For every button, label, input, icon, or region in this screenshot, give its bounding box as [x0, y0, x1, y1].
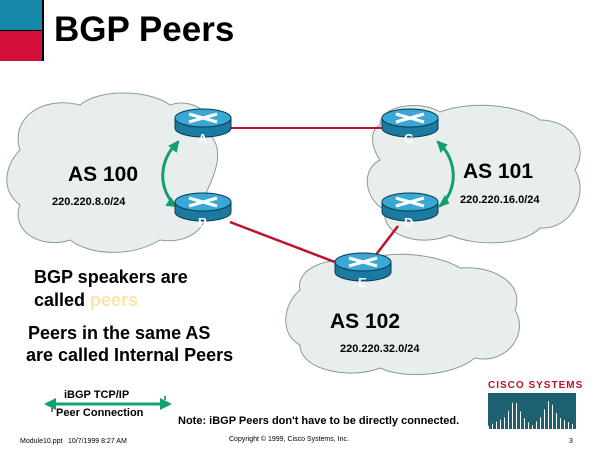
note-text: Note: iBGP Peers don't have to be direct… — [178, 415, 460, 427]
router-label-e: E — [358, 275, 367, 290]
internal-peers-line1: Peers in the same AS — [28, 323, 211, 343]
footer-date: 10/7/1999 8:27 AM — [68, 438, 127, 445]
header-square-teal — [0, 0, 44, 31]
header-square-red — [0, 31, 44, 61]
as101-prefix: 220.220.16.0/24 — [460, 194, 540, 206]
called-text: called — [34, 290, 91, 310]
peers-highlight: peers — [90, 290, 139, 310]
link-d-e — [374, 225, 399, 257]
speakers-text-line2: called peers — [34, 290, 138, 311]
router-label-c: C — [404, 131, 414, 146]
internal-peers-line2: are called Internal Peers — [26, 345, 234, 365]
cisco-logo: Cisco Systems — [488, 380, 582, 438]
router-label-d: D — [404, 215, 414, 230]
footer-copyright: Copyright © 1999, Cisco Systems, Inc. — [229, 436, 349, 443]
cisco-logo-bridge — [488, 393, 576, 429]
footer-page-number: 3 — [569, 438, 573, 445]
router-label-b: B — [198, 215, 208, 230]
router-label-a: A — [198, 131, 208, 146]
slide-title: BGP Peers — [54, 10, 235, 49]
link-b-e — [229, 220, 341, 266]
cisco-logo-text: Cisco Systems — [488, 380, 584, 391]
legend-top-label: iBGP TCP/IP — [64, 389, 130, 401]
as102-name: AS 102 — [330, 310, 401, 333]
footer-file: Module10.ppt — [20, 438, 63, 445]
as102-prefix: 220.220.32.0/24 — [340, 343, 420, 355]
speakers-text-line1: BGP speakers are — [34, 267, 188, 287]
as100-name: AS 100 — [68, 163, 139, 186]
as101-name: AS 101 — [463, 160, 534, 183]
legend-bottom-label: Peer Connection — [56, 407, 144, 419]
as100-prefix: 220.220.8.0/24 — [52, 196, 126, 208]
cloud-as102 — [285, 253, 520, 375]
